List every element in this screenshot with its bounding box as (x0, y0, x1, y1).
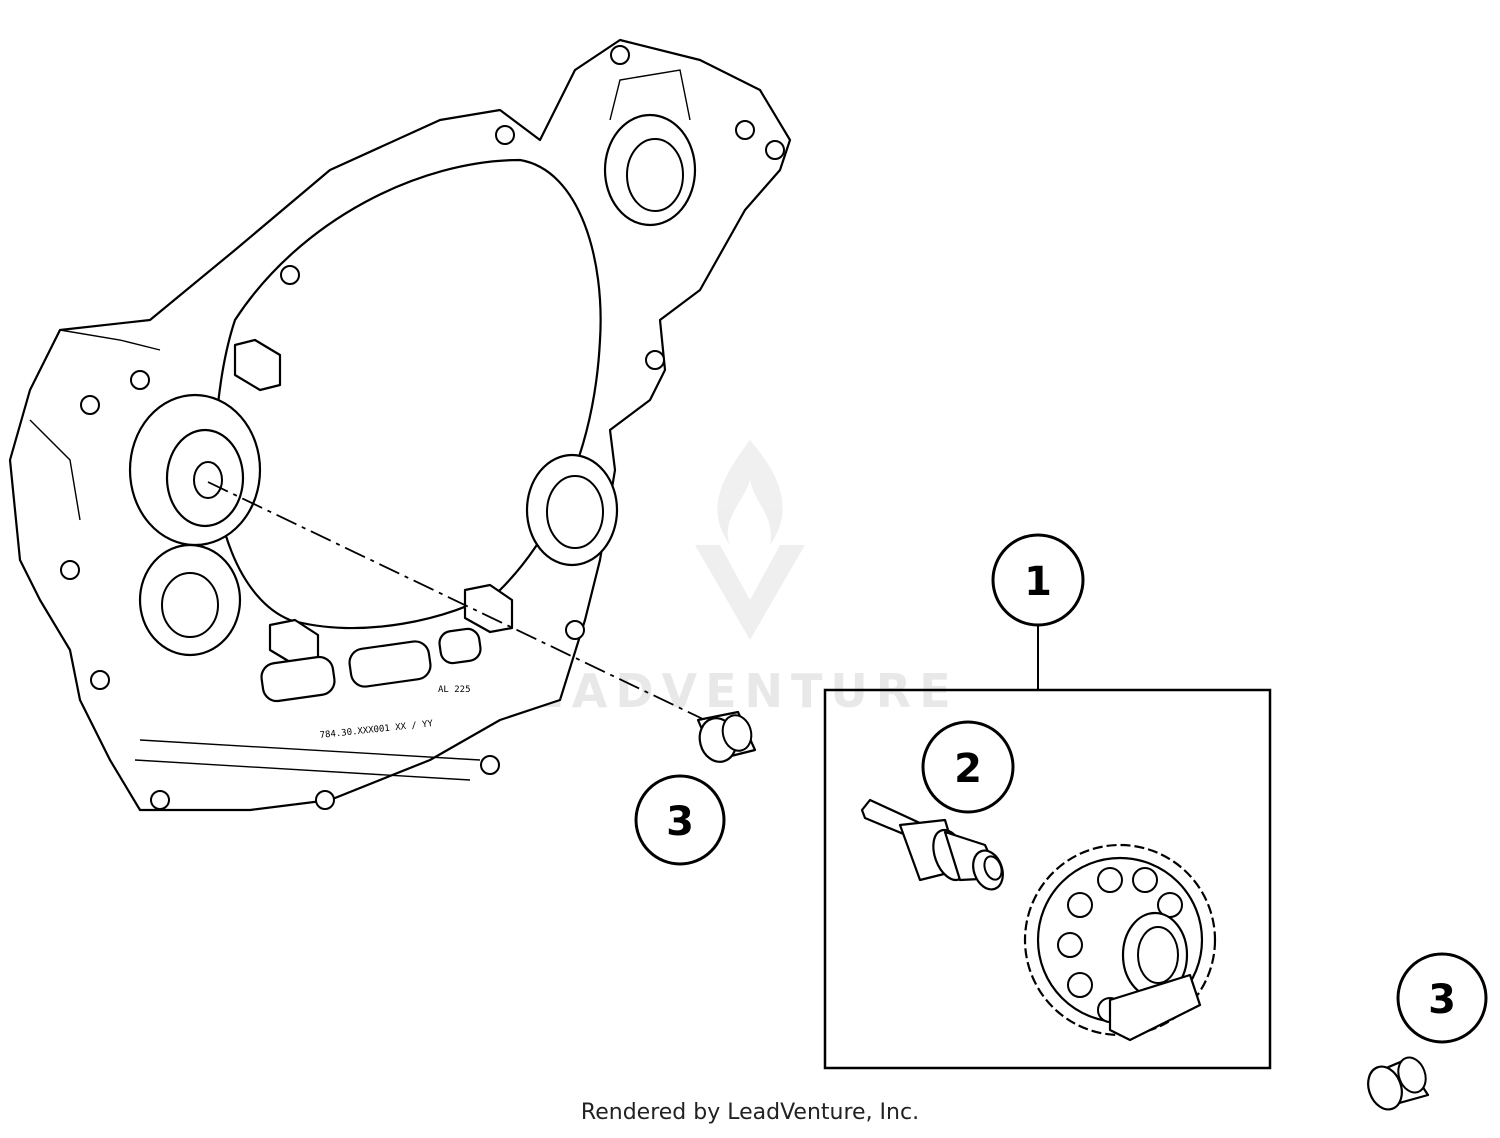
kit-group-box (823, 688, 1272, 1070)
bushing-upper-part (696, 710, 757, 763)
flame-icon (717, 440, 783, 545)
svg-text:3: 3 (1428, 977, 1456, 1023)
gear-part (1023, 843, 1217, 1042)
callout-2[interactable]: 2 (921, 720, 1015, 814)
callout-1[interactable]: 1 (991, 533, 1085, 627)
bushing-lower-part (1367, 1056, 1430, 1111)
callout-3-lower[interactable]: 3 (1396, 952, 1488, 1044)
svg-text:3: 3 (666, 799, 694, 845)
svg-text:2: 2 (954, 746, 982, 792)
svg-text:1: 1 (1024, 559, 1052, 605)
clutch-cover: AL 225 784.30.XXX001 XX / YY (8, 38, 792, 812)
callout-3-upper[interactable]: 3 (634, 774, 726, 866)
cover-engraving-1: AL 225 (438, 685, 471, 695)
shaft-part (860, 798, 1004, 891)
footer-credit: Rendered by LeadVenture, Inc. (580, 1100, 920, 1125)
leader-dashdot-line (207, 481, 706, 721)
v-mark-icon (695, 545, 805, 640)
